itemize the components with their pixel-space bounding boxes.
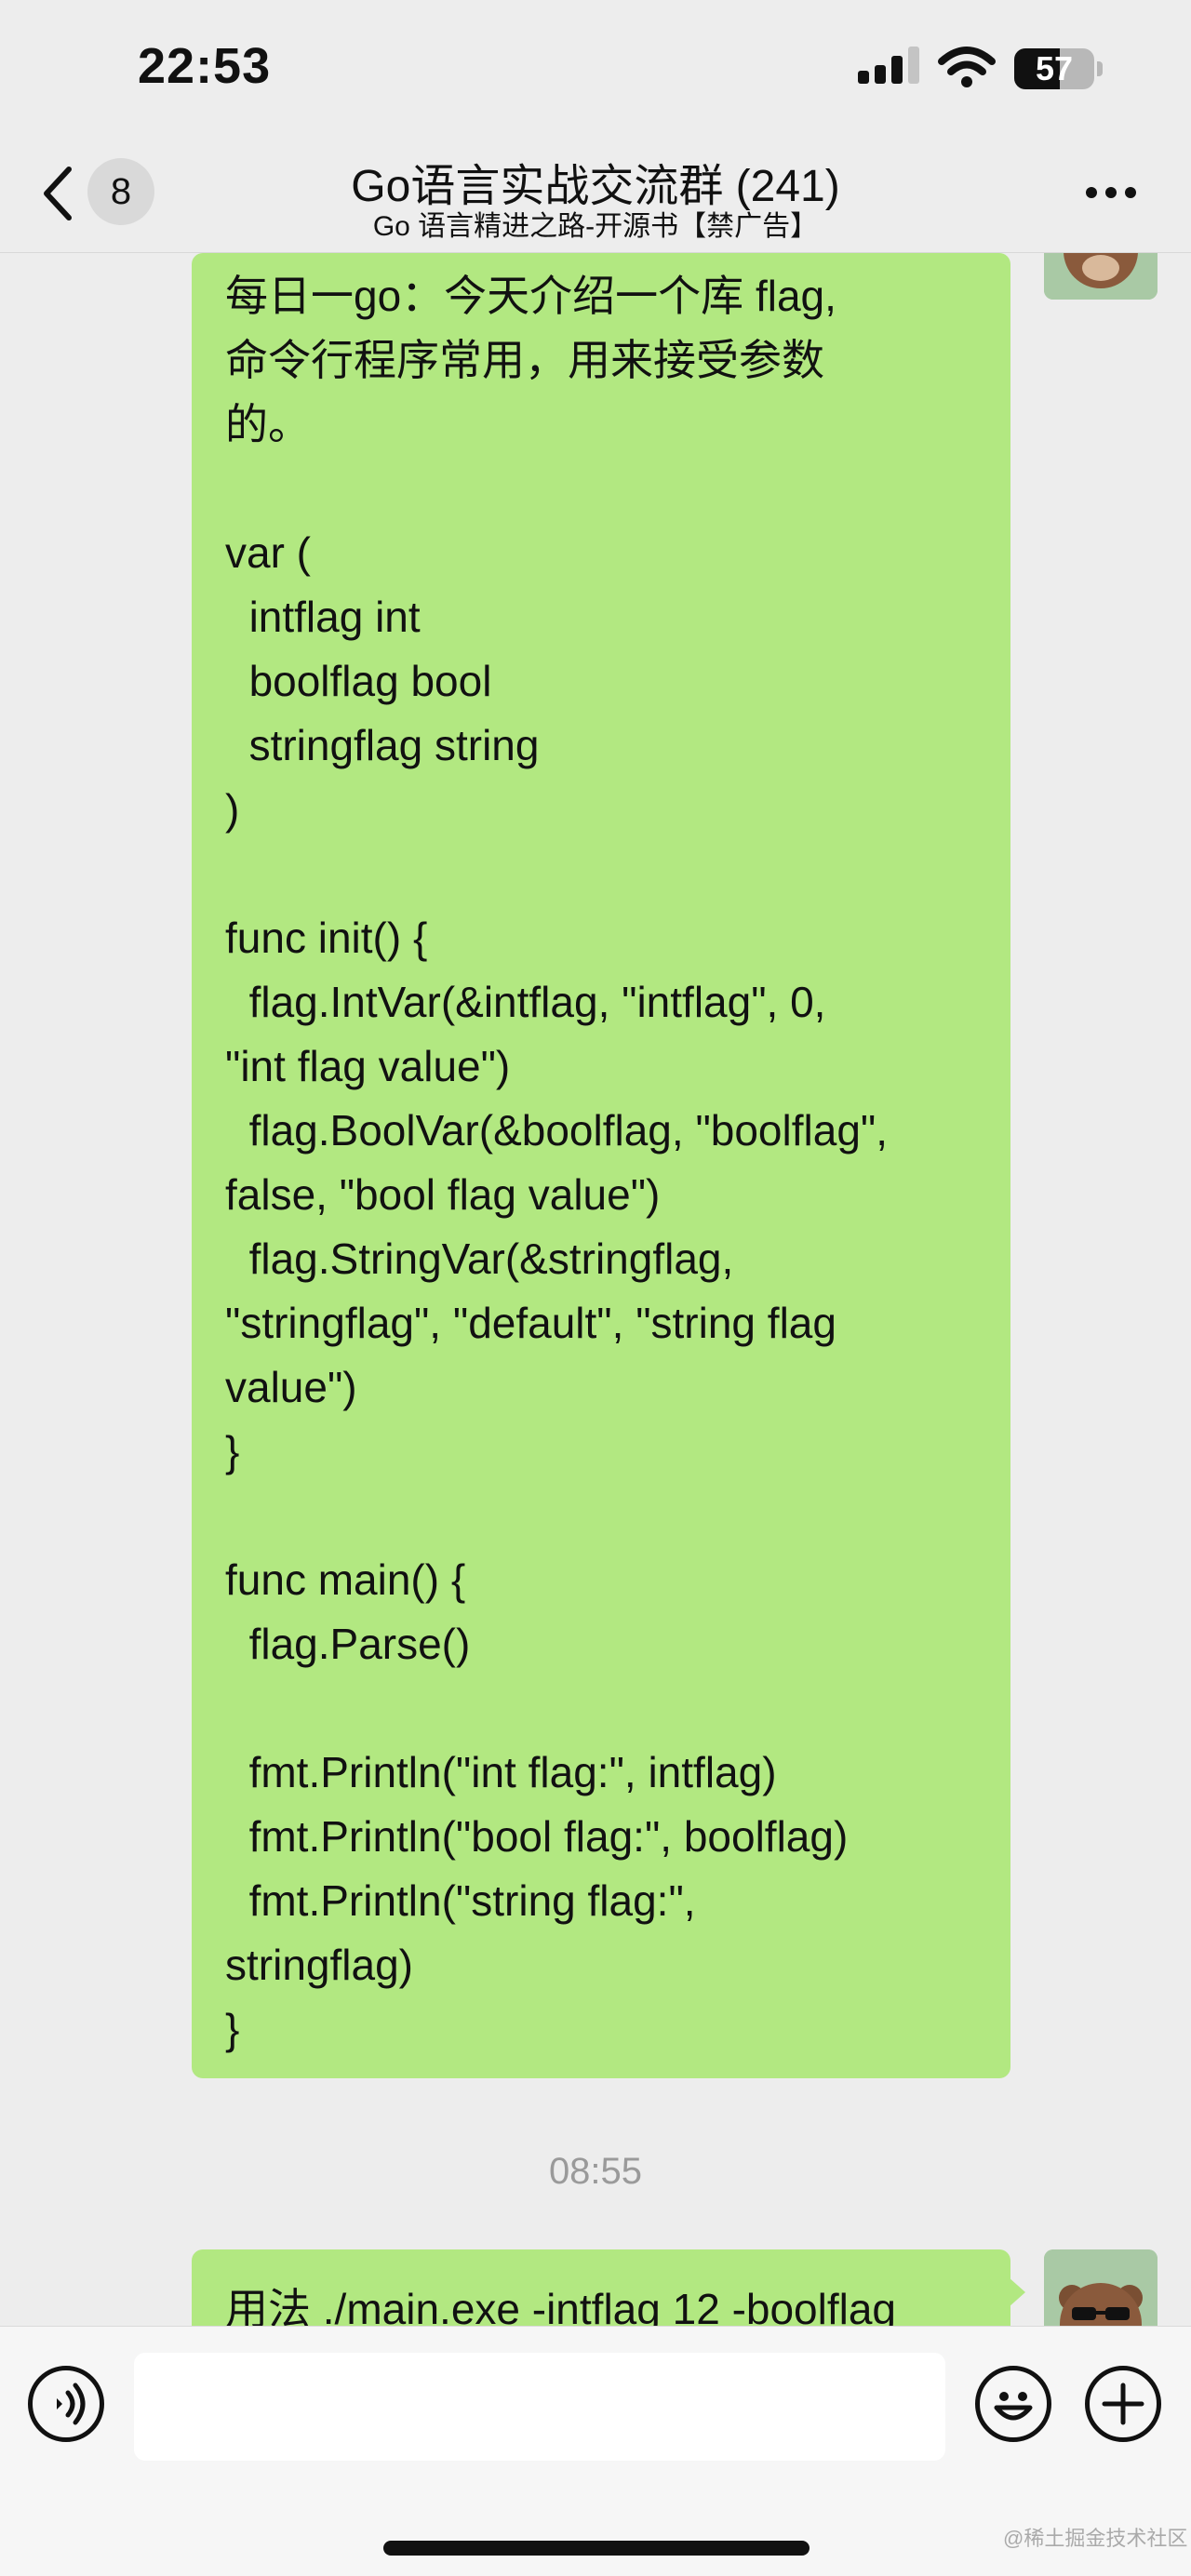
bear-avatar-icon: [1044, 253, 1158, 300]
plus-button[interactable]: [1085, 2366, 1161, 2442]
watermark-text: @稀土掘金技术社区: [1003, 2527, 1188, 2550]
chat-header: 8 Go语言实战交流群 (241) Go 语言精进之路-开源书【禁广告】: [0, 140, 1191, 253]
battery-icon: 57: [1014, 48, 1104, 89]
battery-tip: [1097, 61, 1103, 76]
home-indicator[interactable]: [383, 2541, 810, 2556]
unread-count-badge[interactable]: 8: [87, 158, 154, 225]
cellular-signal-icon: [858, 47, 919, 84]
bubble-tail: [1009, 2277, 1025, 2307]
message-text: 每日一go：今天介绍一个库 flag, 命令行程序常用，用来接受参数 的。 va…: [225, 272, 889, 2053]
status-time: 22:53: [138, 38, 272, 94]
status-bar: 22:53 57: [0, 0, 1191, 140]
message-text: 用法 ./main.exe -intflag 12 -boolflag: [225, 2285, 897, 2326]
message-timestamp: 08:55: [548, 2151, 643, 2192]
chevron-left-icon[interactable]: [39, 164, 76, 223]
message-bubble-usage[interactable]: 用法 ./main.exe -intflag 12 -boolflag: [192, 2249, 1010, 2326]
chat-message-list[interactable]: 每日一go：今天介绍一个库 flag, 命令行程序常用，用来接受参数 的。 va…: [0, 253, 1191, 2326]
battery-level: 57: [1035, 49, 1074, 87]
chat-subtitle: Go 语言精进之路-开源书【禁广告】: [372, 211, 819, 242]
battery-fill: [1014, 48, 1061, 89]
message-input-bar: @稀土掘金技术社区: [0, 2326, 1191, 2576]
emoji-icon: [994, 2392, 1033, 2421]
more-dots-icon[interactable]: [1085, 186, 1137, 199]
emoji-button[interactable]: [975, 2366, 1051, 2442]
sender-avatar[interactable]: [1044, 253, 1158, 300]
chat-title: Go语言实战交流群 (241): [351, 162, 840, 211]
bear-avatar-icon: [1044, 2249, 1158, 2326]
wifi-icon: [938, 47, 996, 87]
message-input[interactable]: [134, 2353, 945, 2461]
plus-icon: [1102, 2382, 1144, 2425]
message-bubble-code[interactable]: 每日一go：今天介绍一个库 flag, 命令行程序常用，用来接受参数 的。 va…: [192, 253, 1010, 2078]
sender-avatar[interactable]: [1044, 2249, 1158, 2326]
voice-icon: [57, 2382, 86, 2425]
voice-button[interactable]: [28, 2366, 104, 2442]
battery-body: 57: [1014, 48, 1094, 89]
